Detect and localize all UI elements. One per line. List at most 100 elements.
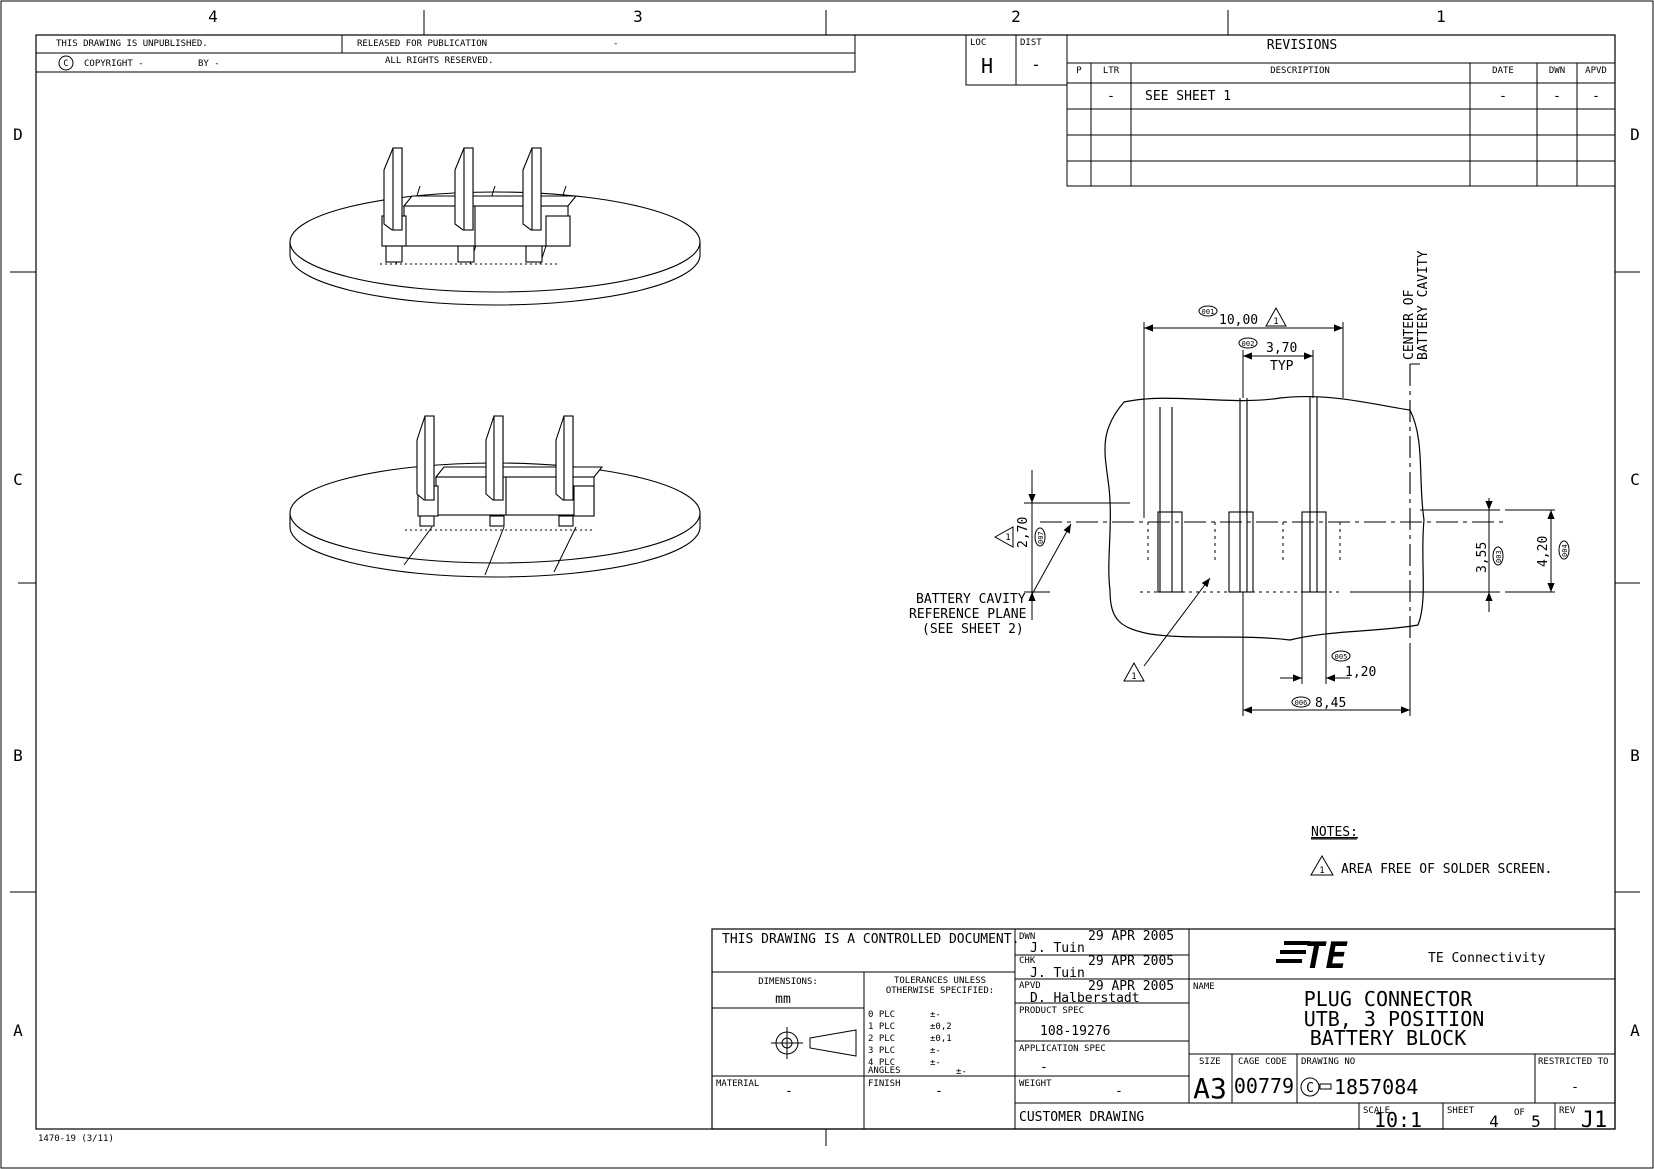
tol-2-label: 2 PLC <box>868 1034 895 1044</box>
tolerances-line-2: OTHERWISE SPECIFIED: <box>886 986 994 996</box>
dim-007-balloon <box>1034 527 1046 547</box>
loc-label: LOC <box>970 38 986 48</box>
tol-4-label: 4 PLC <box>868 1058 895 1068</box>
copyright-label: COPYRIGHT - <box>84 59 144 69</box>
product-spec-label: PRODUCT SPEC <box>1019 1006 1084 1016</box>
isometric-view-top <box>289 147 701 306</box>
revisions-table: REVISIONS P LTR DESCRIPTION DATE DWN APV… <box>1066 34 1616 187</box>
angles-label: ANGLES <box>868 1066 901 1076</box>
copyright-symbol: C <box>63 59 68 69</box>
dist-value: - <box>1031 55 1041 74</box>
dim-003-balloon <box>1492 546 1504 566</box>
rev-apvd: - <box>1592 89 1600 104</box>
dim-005-balloon <box>1331 650 1351 662</box>
application-spec-value: - <box>1040 1060 1048 1075</box>
loc-dist-block: LOC H DIST - <box>965 34 1068 86</box>
isometric-view-bottom <box>289 415 701 578</box>
dim-004-value: 4,20 <box>1536 536 1551 567</box>
name-line-2: UTB, 3 POSITION <box>1304 1007 1485 1031</box>
drawing-no-label: DRAWING NO <box>1301 1057 1355 1067</box>
dim-007-ref: 007 <box>1037 531 1045 544</box>
finish-value: - <box>935 1084 943 1099</box>
flag-triangle-icon <box>993 526 1014 548</box>
tol-0-value: ±- <box>930 1010 941 1020</box>
flag-triangle-icon <box>1265 306 1287 327</box>
rev-header-p: P <box>1076 66 1082 76</box>
dim-005-value: 1,20 <box>1345 665 1376 680</box>
of-label: OF <box>1514 1108 1525 1118</box>
size-value: A3 <box>1193 1072 1227 1105</box>
tolerances-line-1: TOLERANCES UNLESS <box>894 976 986 986</box>
ref-plane-line-2: REFERENCE PLANE <box>909 607 1026 622</box>
copyright-symbol-icon <box>58 55 74 71</box>
dist-label: DIST <box>1020 38 1042 48</box>
rev-date: - <box>1499 89 1507 104</box>
application-spec-label: APPLICATION SPEC <box>1019 1044 1106 1054</box>
dash-box-icon <box>1319 1083 1332 1090</box>
dim-004-balloon <box>1558 540 1570 560</box>
cage-label: CAGE CODE <box>1238 1057 1287 1067</box>
rev-description: SEE SHEET 1 <box>1145 89 1231 104</box>
finish-label: FINISH <box>868 1079 901 1089</box>
rev-dwn: - <box>1553 89 1561 104</box>
notes: NOTES: 1 AREA FREE OF SOLDER SCREEN. <box>1310 825 1552 877</box>
flag-triangle-icon <box>1123 661 1145 682</box>
dim-002-value: 3,70 <box>1266 341 1297 356</box>
rev-value: J1 <box>1581 1108 1608 1133</box>
notes-title: NOTES: <box>1311 825 1358 840</box>
footprint-view: CENTER OF BATTERY CAVITY 001 10,00 1 002… <box>909 250 1570 716</box>
material-value: - <box>785 1084 793 1099</box>
customer-drawing: CUSTOMER DRAWING <box>1019 1110 1144 1125</box>
dimensions-label: DIMENSIONS: <box>758 977 818 987</box>
sheet-label: SHEET <box>1447 1106 1475 1116</box>
drawing-no-prefix: C <box>1306 1081 1314 1096</box>
logo-mark: TE <box>1304 936 1348 977</box>
dim-002-note: TYP <box>1270 359 1294 374</box>
column-label: 1 <box>1436 7 1446 26</box>
rev-ltr: - <box>1107 89 1115 104</box>
cage-value: 00779 <box>1234 1074 1294 1098</box>
row-label: A <box>13 1021 23 1040</box>
chk-name: J. Tuin <box>1030 966 1085 981</box>
weight-value: - <box>1115 1084 1123 1099</box>
publication-block: THIS DRAWING IS UNPUBLISHED. C COPYRIGHT… <box>35 34 856 73</box>
rev-header-date: DATE <box>1492 66 1514 76</box>
dim-006-ref: 006 <box>1295 699 1308 707</box>
tol-2-value: ±0,1 <box>930 1034 952 1044</box>
dim-003-value: 3,55 <box>1475 542 1490 573</box>
restricted-value: - <box>1571 1080 1579 1095</box>
name-line-3: BATTERY BLOCK <box>1310 1026 1467 1050</box>
drawing-prefix-circle-icon <box>1300 1077 1320 1097</box>
rev-label: REV <box>1559 1106 1576 1116</box>
title-block: THIS DRAWING IS A CONTROLLED DOCUMENT. D… <box>711 928 1616 1133</box>
name-line-1: PLUG CONNECTOR <box>1304 987 1474 1011</box>
row-label: B <box>13 746 23 765</box>
dim-007-flag: 1 <box>1005 533 1010 543</box>
row-label: D <box>13 125 23 144</box>
dim-001-value: 10,00 <box>1219 313 1258 328</box>
row-label: B <box>1630 746 1640 765</box>
scale-label: SCALE <box>1363 1106 1390 1116</box>
column-label: 3 <box>633 7 643 26</box>
tol-1-label: 1 PLC <box>868 1022 895 1032</box>
ref-plane-line-1: BATTERY CAVITY <box>916 592 1026 607</box>
zone-labels: 4 3 2 1 D C B A D C B A 1470-19 (3/11) <box>13 7 1640 1144</box>
rev-header-ltr: LTR <box>1103 66 1120 76</box>
tol-1-value: ±0,2 <box>930 1022 952 1032</box>
revisions-title: REVISIONS <box>1267 38 1337 53</box>
company-name: TE Connectivity <box>1428 951 1546 966</box>
apvd-date: 29 APR 2005 <box>1088 979 1174 994</box>
dim-002-ref: 002 <box>1242 340 1255 348</box>
dwn-date: 29 APR 2005 <box>1088 929 1174 944</box>
tol-3-label: 3 PLC <box>868 1046 895 1056</box>
rights-note: ALL RIGHTS RESERVED. <box>385 56 493 66</box>
released-label: RELEASED FOR PUBLICATION <box>357 39 487 49</box>
dim-001-ref: 001 <box>1202 308 1215 316</box>
apvd-name: D. Halberstadt <box>1030 991 1140 1006</box>
weight-label: WEIGHT <box>1019 1079 1052 1089</box>
dim-003-ref: 003 <box>1495 550 1503 563</box>
of-value: 5 <box>1531 1112 1541 1131</box>
released-value: - <box>613 39 618 49</box>
loc-value: H <box>981 54 993 78</box>
sheet-value: 4 <box>1489 1112 1499 1131</box>
